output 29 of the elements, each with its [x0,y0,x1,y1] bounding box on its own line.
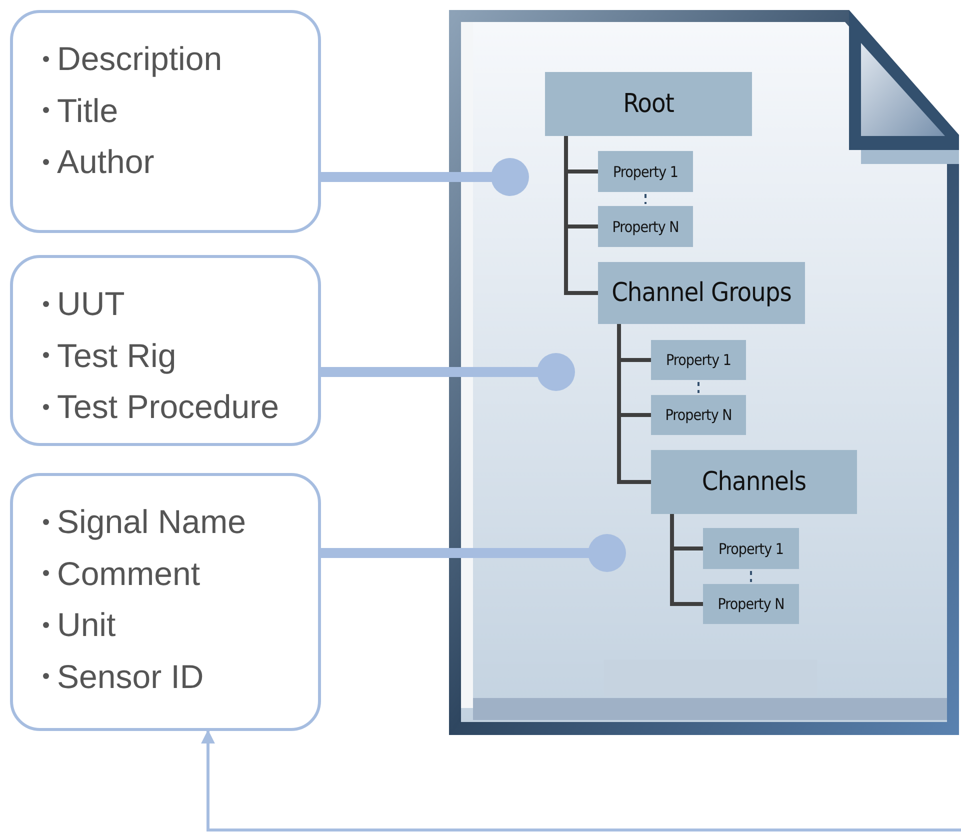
list-item-text: Unit [57,605,116,645]
tree-node-box: Property N [703,584,799,624]
bullet-list-card [10,473,321,731]
list-item-text: Title [57,90,118,130]
dotted-connector [698,382,700,393]
arrow [201,730,961,832]
tree-node-box: Channels [651,450,857,514]
dotted-connector [750,571,752,582]
tree-node-box: Property 1 [598,151,693,192]
tree-node-box: Property N [598,206,693,247]
list-item-text: Sensor ID [57,656,204,696]
list-item-text: Author [57,142,154,182]
list-item-text: Signal Name [57,502,246,542]
dotted-connector [644,194,646,204]
leader-line [321,158,529,196]
bullet-list-card [10,255,321,446]
tree-node-box: Property 1 [703,528,799,569]
leader-line [321,353,575,391]
list-item-text: Description [57,39,222,79]
leader-line [321,534,626,572]
list-item-text: Test Procedure [57,387,279,427]
tree-node-box: Channel Groups [598,262,805,324]
tree-node-box: Root [545,72,752,136]
list-item-text: UUT [57,284,125,324]
bullet-list-card [10,10,321,233]
list-item-text: Test Rig [57,336,176,376]
list-item-text: Comment [57,554,200,594]
tree-node-box: Property N [651,395,746,435]
tree-node-box: Property 1 [651,340,746,380]
